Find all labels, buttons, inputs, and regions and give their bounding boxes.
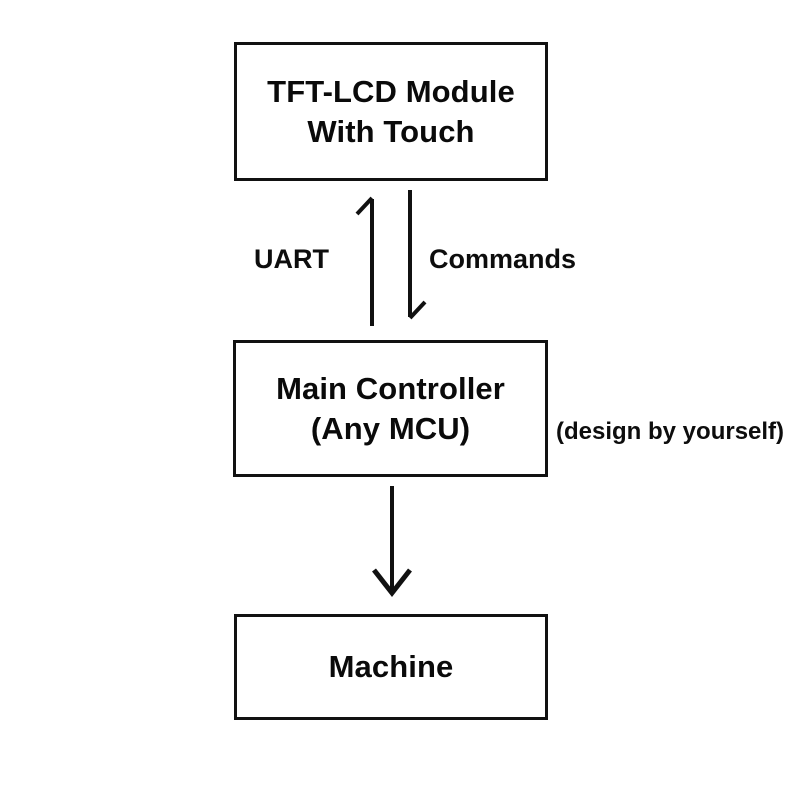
- node-main-controller-line-2: (Any MCU): [310, 410, 471, 446]
- edge-label-commands: Commands: [429, 244, 577, 274]
- node-main-controller: Main Controller (Any MCU): [233, 340, 548, 477]
- uart-arrow-icon: [355, 196, 374, 326]
- node-tft-lcd-module-line-1: TFT-LCD Module: [267, 73, 515, 109]
- annotation-design-by-yourself: (design by yourself): [556, 418, 785, 445]
- edge-uart-arrow: [352, 190, 394, 326]
- node-tft-lcd-module-line-2: With Touch: [307, 113, 475, 149]
- node-machine: Machine: [234, 614, 548, 720]
- commands-arrow-icon: [408, 190, 427, 320]
- edge-mcu-to-machine-arrow: [366, 484, 420, 600]
- node-machine-line-1: Machine: [328, 649, 454, 685]
- node-tft-lcd-module: TFT-LCD Module With Touch: [234, 42, 548, 181]
- edge-label-uart: UART: [254, 244, 329, 274]
- edge-commands-arrow: [392, 190, 434, 326]
- down-arrow-icon: [372, 486, 412, 598]
- node-main-controller-line-1: Main Controller: [276, 370, 505, 406]
